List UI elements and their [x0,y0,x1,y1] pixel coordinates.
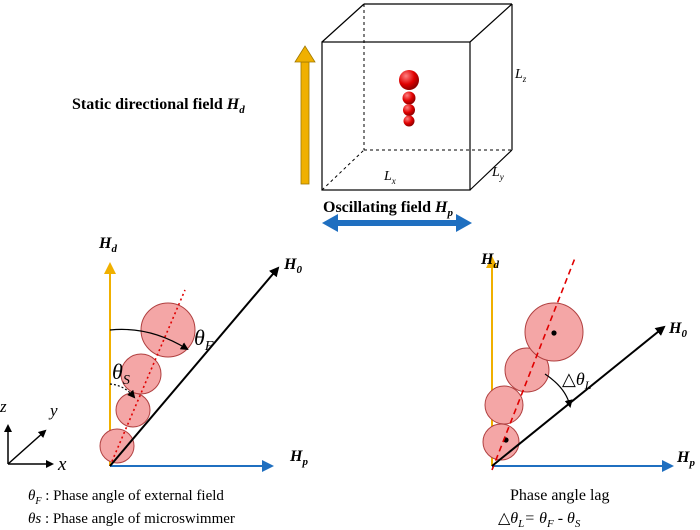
swimmer-axis [491,257,576,471]
delta-theta-arc [544,373,573,408]
x-axis-label: x [57,454,67,475]
static-field-label: Static directional field Hd [72,96,245,116]
phase-lag-caption: Phase angle lag [510,487,610,504]
right-panel [482,256,674,472]
lz-label: Lz [514,67,527,84]
ly-label: Ly [491,165,504,182]
box-front-face [321,41,471,191]
simulation-box [321,3,513,191]
legend-theta-f: θF : Phase angle of external field [28,488,224,507]
delta-theta-label: △θL [562,369,592,392]
y-axis-label: y [48,401,58,420]
chain-sphere [403,115,415,127]
right-h0-label: H0 [668,320,687,340]
left-hp-label: Hp [289,448,308,468]
lx-label: Lx [383,169,396,186]
legend-theta-s: θs : Phase angle of microswimmer [28,511,235,527]
right-hd-label: Hd [480,251,499,271]
left-hd-label: Hd [98,235,117,255]
chain-sphere [402,91,416,105]
phase-lag-formula: △θL= θF - θS [498,510,581,530]
left-panel [99,262,280,472]
swimmer-axis [109,289,186,467]
oscillating-field-label: Oscillating field Hp [323,199,453,219]
h0-vector [491,325,666,467]
left-h0-label: H0 [283,256,302,276]
theta-s-arc [109,383,136,399]
head-sphere [399,70,419,90]
microswimmer-chain [399,70,419,127]
chain-sphere [403,104,415,116]
oscillating-field-arrow [322,214,472,232]
theta-f-arc [109,328,189,351]
theta-s-label: θS [112,359,130,388]
right-hp-label: Hp [676,449,695,469]
static-field-arrow [294,45,316,185]
coordinate-axes [4,424,54,468]
z-axis-label: z [0,397,7,416]
theta-f-label: θF [194,325,214,354]
h0-vector [109,266,280,467]
